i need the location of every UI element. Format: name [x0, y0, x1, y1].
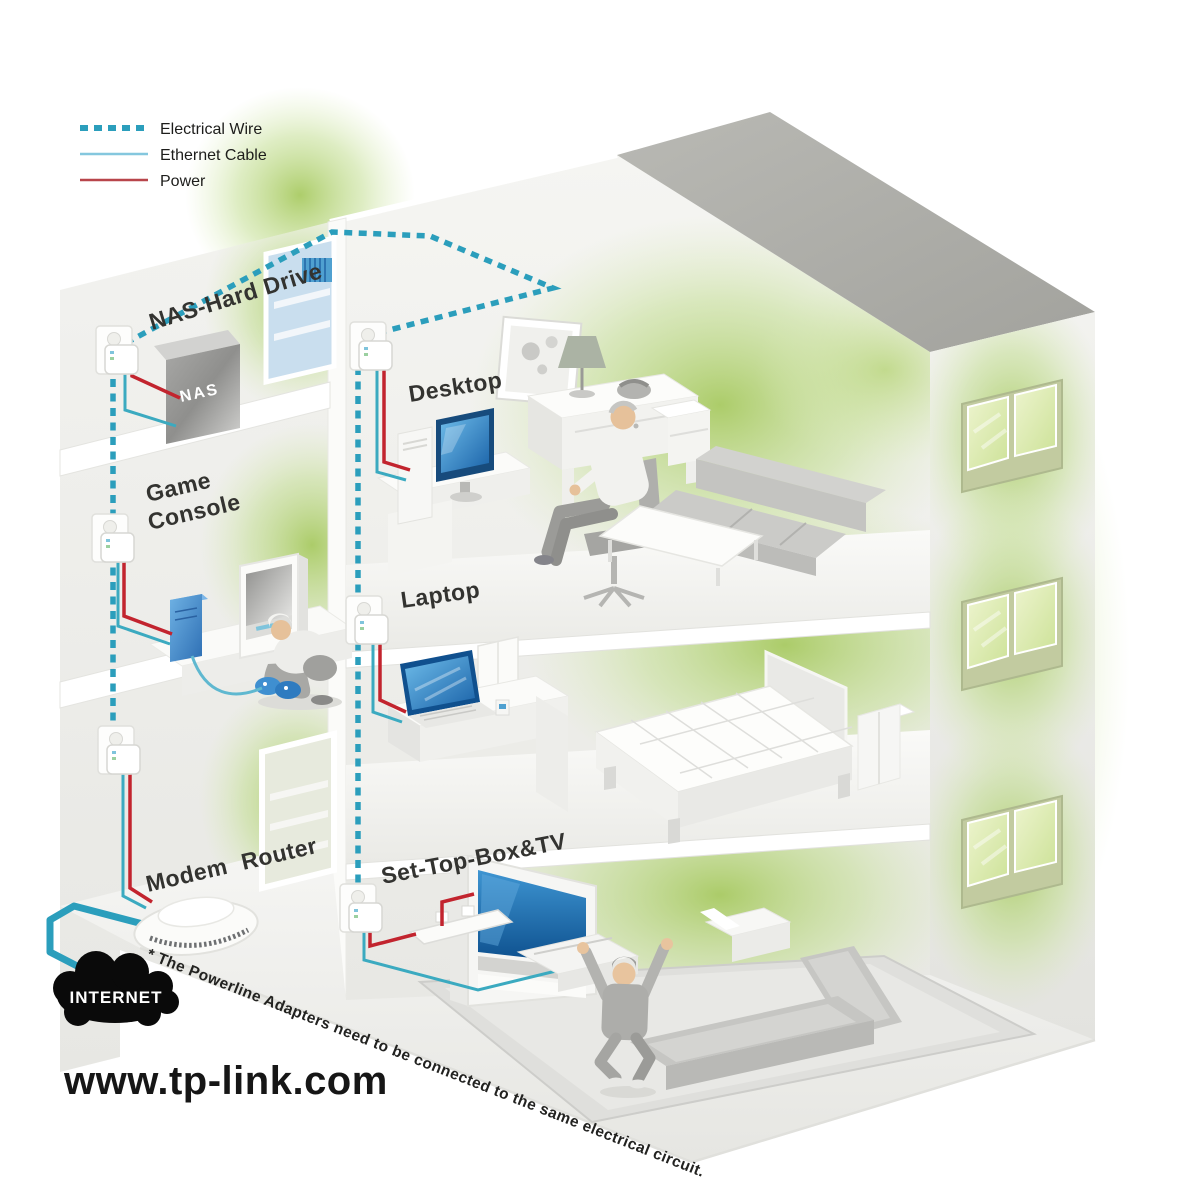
drawer-unit — [650, 399, 712, 466]
ethernet-cable-settop — [362, 924, 561, 992]
person-sitting — [534, 400, 662, 608]
powerline-adapter-modem — [97, 725, 141, 775]
ethernet-cable-controller — [190, 655, 263, 696]
router-device — [133, 896, 259, 956]
desk-lamp — [558, 336, 606, 398]
ethernet-cable-nas — [123, 374, 177, 428]
internet-cloud-label: INTERNET — [70, 988, 163, 1007]
desktop-room — [375, 315, 886, 608]
power-cable-settop-b — [440, 892, 475, 926]
internet-cloud: INTERNET — [53, 951, 179, 1026]
settop-room — [362, 854, 902, 1098]
nas-device: NAS — [154, 330, 240, 444]
shelf-cabinet — [263, 234, 337, 386]
nightstand — [856, 703, 916, 791]
roof — [617, 112, 1095, 352]
powerline-adapter-desktop — [349, 321, 393, 371]
power-cable-laptop — [378, 632, 407, 714]
laptop-room — [371, 632, 916, 844]
desktop-computer — [397, 408, 494, 525]
nas-room: NAS — [123, 234, 337, 444]
bookshelf — [259, 730, 337, 892]
powerline-adapter-laptop — [345, 595, 389, 645]
telephone — [617, 379, 651, 399]
ethernet-cable-desktop — [375, 366, 407, 482]
electrical-wire-ceiling-run — [111, 229, 562, 353]
modem-router-room: INTERNET — [46, 730, 337, 1026]
website-text: www.tp-link.com — [63, 1059, 388, 1103]
laptop-device — [400, 650, 510, 728]
powerline-adapter-settop — [339, 883, 383, 933]
ethernet-cable-laptop — [371, 640, 403, 724]
ethernet-cable-game — [116, 558, 171, 646]
power-cable-modem — [128, 764, 153, 904]
game-console-room — [116, 552, 354, 710]
ethernet-cable-modem — [121, 770, 147, 910]
internet-cable — [46, 902, 167, 988]
sectional-sofa — [630, 946, 902, 1090]
legend-electrical-wire-label: Electrical Wire — [160, 121, 262, 138]
ground-front-mask — [120, 950, 1100, 1200]
game-console-device — [170, 594, 208, 662]
shelf-items — [302, 258, 332, 282]
ground-front-edge — [139, 946, 693, 1164]
person-jumping — [577, 938, 673, 1098]
powerline-adapter-nas — [95, 325, 139, 375]
powerline-adapter-game — [91, 513, 135, 563]
wall-top-rim — [329, 152, 618, 225]
coffee-table — [598, 505, 764, 586]
ground-right-edge — [691, 1038, 1096, 1164]
legend: Electrical Wire Ethernet Cable Power — [80, 121, 267, 190]
wall-picture — [495, 315, 583, 407]
legend-power-label: Power — [160, 173, 206, 190]
legend-ethernet-label: Ethernet Cable — [160, 147, 267, 164]
power-cable-desktop — [382, 358, 411, 472]
power-cable-game — [122, 552, 173, 636]
person-crouching — [258, 613, 342, 710]
bed — [594, 649, 854, 844]
armchair — [700, 907, 792, 962]
game-controllers — [255, 677, 301, 699]
